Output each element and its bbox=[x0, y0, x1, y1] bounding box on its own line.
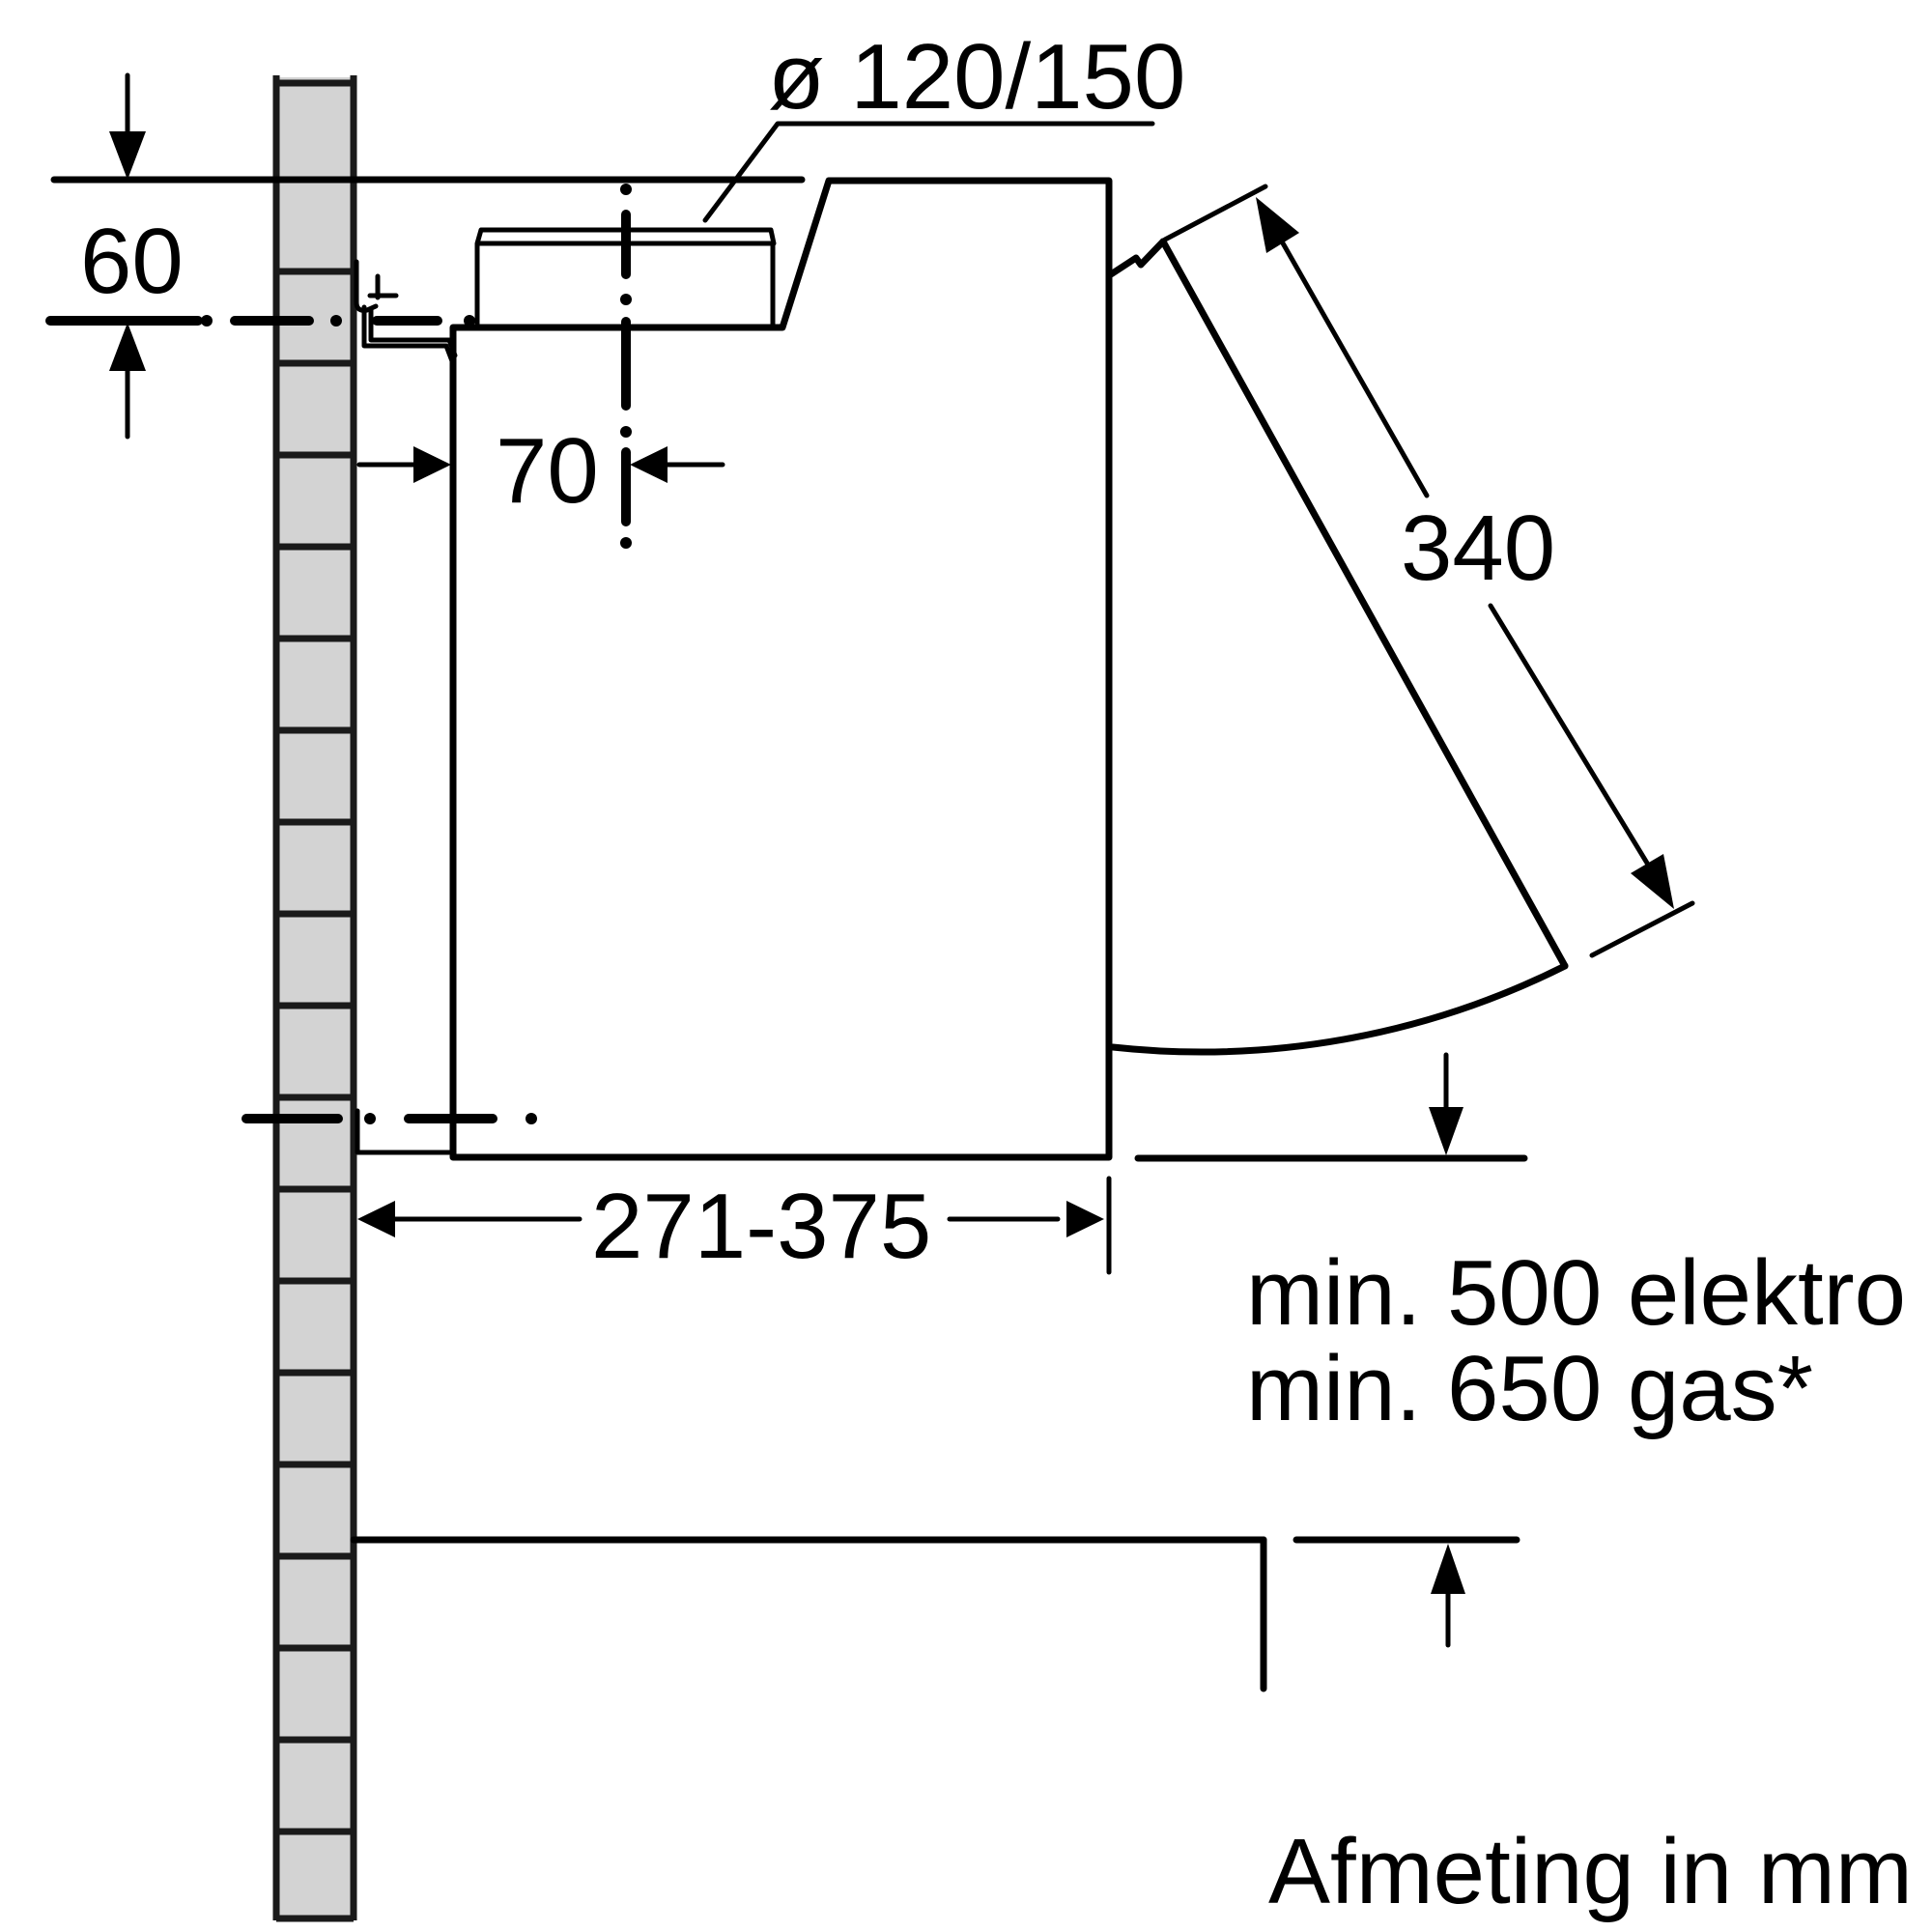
duct-diameter-callout: ø 120/150 bbox=[702, 25, 1185, 223]
dimension-60: 60 bbox=[80, 72, 184, 440]
dimension-70-label: 70 bbox=[496, 419, 599, 523]
dimension-60-label: 60 bbox=[80, 210, 184, 313]
wall-edges bbox=[272, 75, 357, 1922]
dimension-271-375-label: 271-375 bbox=[591, 1175, 931, 1278]
bottom-mounting-level bbox=[242, 1108, 537, 1155]
hood-body bbox=[449, 177, 1113, 1161]
clearance-dimension: min. 500 elektro min. 650 gas* bbox=[350, 1052, 1906, 1692]
dimension-271-375: 271-375 bbox=[357, 1175, 1112, 1278]
duct-centerline bbox=[620, 184, 632, 549]
visor-swing-arc bbox=[1109, 962, 1569, 1056]
arrow-down-icon bbox=[109, 131, 146, 180]
arrow-up-icon bbox=[1431, 1544, 1465, 1594]
wall bbox=[272, 75, 357, 1922]
clearance-electric-label: min. 500 elektro bbox=[1246, 1241, 1906, 1345]
arrow-down-icon bbox=[1429, 1107, 1463, 1155]
visor-flap bbox=[1107, 238, 1569, 1056]
clearance-gas-label: min. 650 gas* bbox=[1246, 1337, 1813, 1440]
mounting-bracket bbox=[354, 259, 458, 369]
dimension-340-label: 340 bbox=[1401, 497, 1555, 600]
dimension-340: 340 bbox=[1162, 184, 1695, 958]
units-note: Afmeting in mm bbox=[1268, 1820, 1913, 1923]
hanger-level-line bbox=[45, 315, 475, 327]
wall-fill bbox=[276, 77, 354, 1918]
arrow-up-icon bbox=[109, 323, 146, 371]
dimension-70: 70 bbox=[356, 419, 725, 523]
duct-diameter-label: ø 120/150 bbox=[768, 25, 1185, 128]
